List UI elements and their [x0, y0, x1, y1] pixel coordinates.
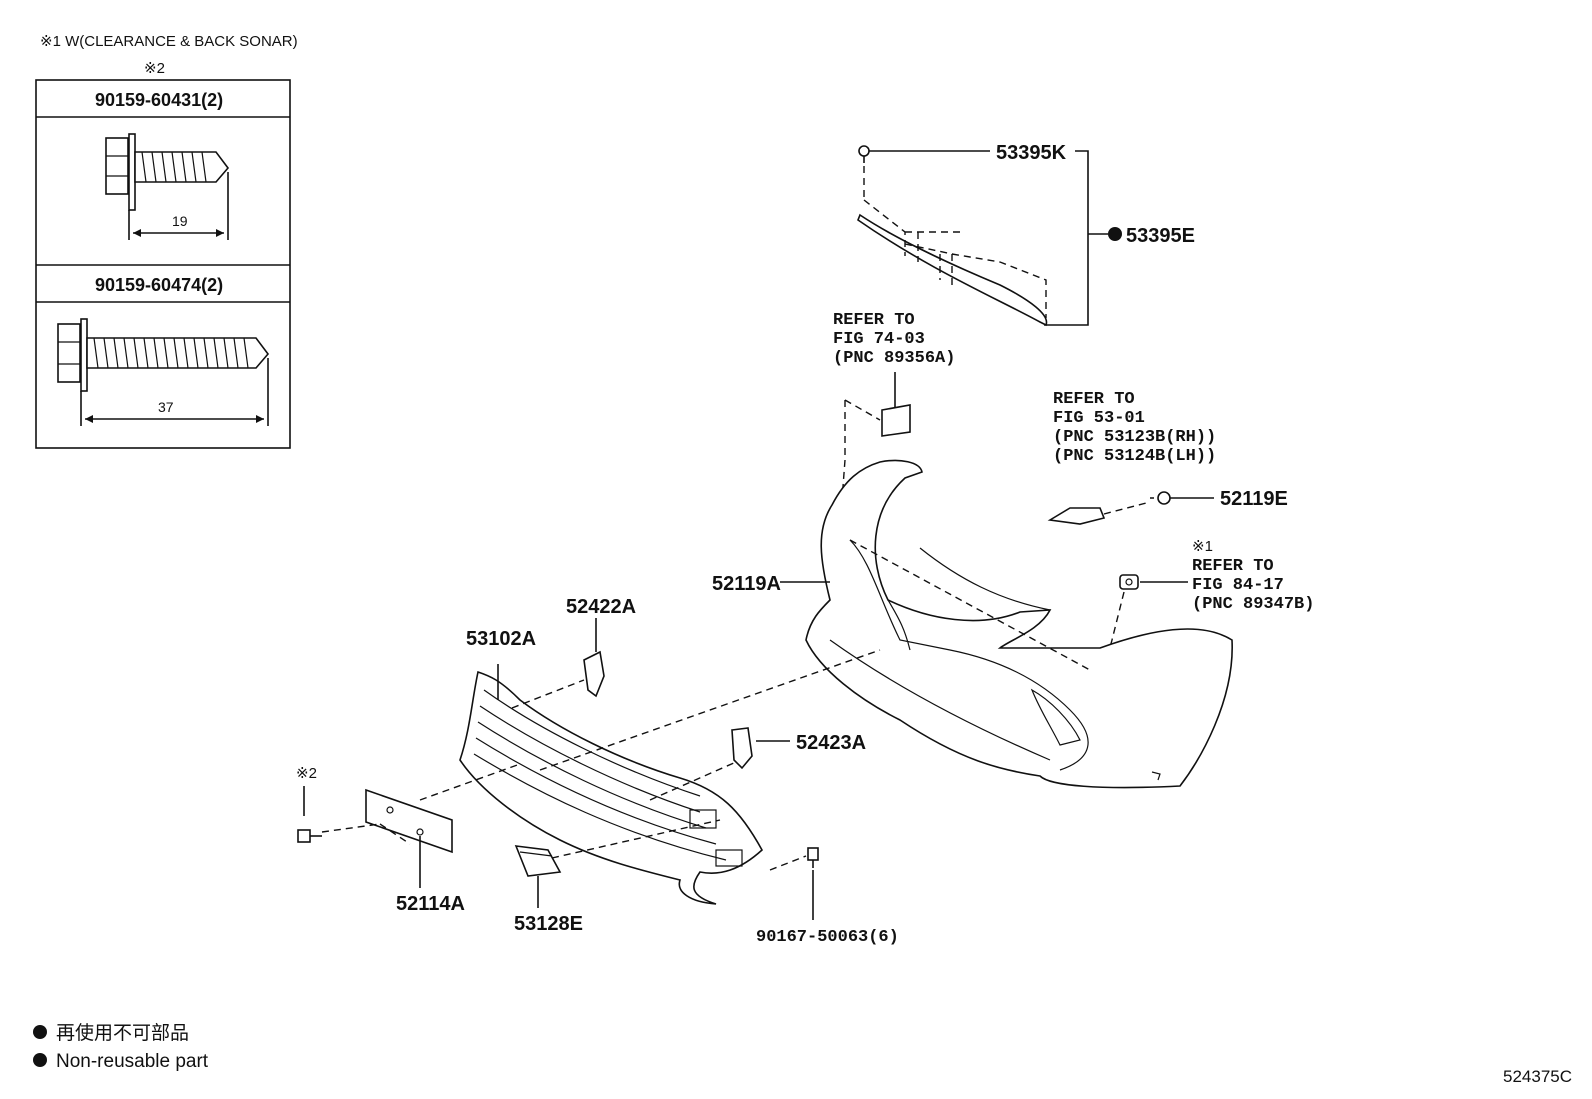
- part-label-53102A: 53102A: [466, 628, 536, 650]
- bolt-long-icon: [57, 318, 270, 392]
- screw-90167-icon: [807, 847, 819, 868]
- clip-52119E-icon: [1150, 491, 1174, 505]
- refer-note-fig53-line4: (PNC 53124B(LH)): [1053, 447, 1216, 466]
- callout-row1-part-no: 90159-60431(2): [95, 90, 223, 110]
- refer-note-fig74-line1: REFER TO: [833, 311, 915, 330]
- non-reusable-marker: [1108, 227, 1122, 241]
- screw-icon: [297, 786, 322, 843]
- sonar-sensor-icon: [1119, 574, 1139, 590]
- cover-53128E: [514, 845, 562, 877]
- screw-mark: ※2: [296, 765, 317, 782]
- part-label-53395E: 53395E: [1126, 225, 1195, 247]
- part-label-90167-50063: 90167-50063(6): [756, 928, 899, 947]
- seal-strip-53395E: [857, 145, 1122, 327]
- bracket-52422A: [583, 650, 605, 698]
- refer-note-fig-84-17: REFER TO FIG 84-17 (PNC 89347B): [1192, 557, 1314, 614]
- part-label-52119E: 52119E: [1220, 488, 1288, 510]
- legend-marker-2: [33, 1053, 47, 1067]
- legend-line2: Non-reusable part: [56, 1051, 209, 1072]
- figure-code: 524375C: [1503, 1067, 1572, 1086]
- refer-note-fig53-line1: REFER TO: [1053, 390, 1135, 409]
- callout-row1-dimension: 19: [172, 213, 188, 229]
- refer-note-fig53-line3: (PNC 53123B(RH)): [1053, 428, 1216, 447]
- callout-row2-dimension: 37: [158, 399, 174, 415]
- callout-row2-part-no: 90159-60474(2): [95, 275, 223, 295]
- callout-table-mark: ※2: [144, 60, 165, 77]
- legend: 再使用不可部品 Non-reusable part: [33, 1022, 209, 1072]
- bracket-52423A: [731, 727, 753, 770]
- license-bracket-52114A: [365, 788, 453, 854]
- refer-note-fig84-mark: ※1: [1192, 538, 1213, 555]
- legend-line1: 再使用不可部品: [56, 1022, 189, 1044]
- legend-marker-1: [33, 1025, 47, 1039]
- header-note: ※1 W(CLEARANCE & BACK SONAR): [40, 33, 298, 50]
- bolt-short-icon: [105, 133, 230, 211]
- refer-note-fig-53-01: REFER TO FIG 53-01 (PNC 53123B(RH)) (PNC…: [1053, 390, 1216, 466]
- refer-note-fig84-line1: REFER TO: [1192, 557, 1274, 576]
- refer-note-fig84-line3: (PNC 89347B): [1192, 595, 1314, 614]
- part-label-53395K: 53395K: [996, 142, 1067, 164]
- part-label-52423A: 52423A: [796, 732, 866, 754]
- part-label-53128E: 53128E: [514, 913, 583, 935]
- grille-53102A: [459, 670, 764, 905]
- part-label-52119A: 52119A: [712, 573, 781, 595]
- part-label-52114A: 52114A: [396, 893, 465, 915]
- part-label-52422A: 52422A: [566, 596, 636, 618]
- callout-table: ※2 90159-60431(2) 90159-60474(2) 19: [35, 60, 291, 449]
- refer-note-fig-74-03: REFER TO FIG 74-03 (PNC 89356A): [833, 311, 955, 368]
- refer-note-fig74-line2: FIG 74-03: [833, 330, 925, 349]
- refer-note-fig53-line2: FIG 53-01: [1053, 409, 1145, 428]
- refer-note-fig74-line3: (PNC 89356A): [833, 349, 955, 368]
- refer-note-fig84-line2: FIG 84-17: [1192, 576, 1284, 595]
- bumper-cover-52119A: [805, 459, 1233, 789]
